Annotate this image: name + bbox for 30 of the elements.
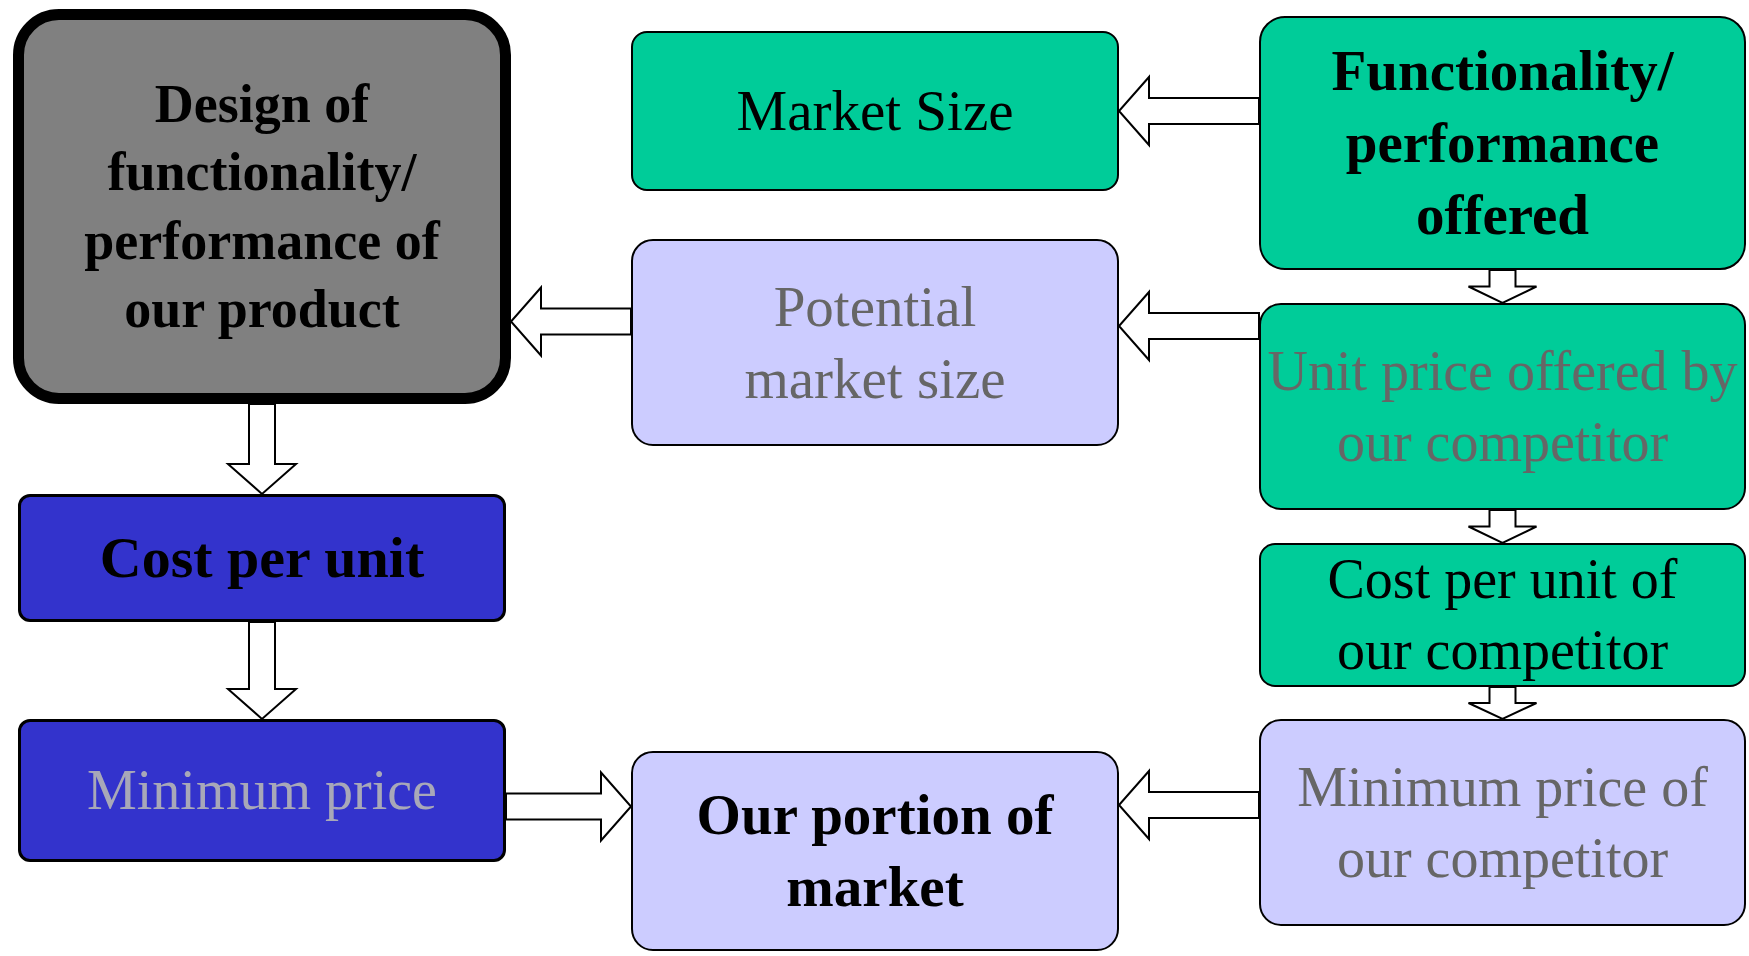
box-label: Potential market size (743, 273, 1007, 412)
block-arrow (1467, 686, 1538, 721)
block-arrow (505, 769, 633, 844)
block-arrow (1467, 509, 1538, 545)
block-arrow (225, 621, 299, 721)
box-label: Minimum price (87, 758, 437, 824)
rounded-box (1259, 543, 1746, 687)
rounded-box (18, 494, 506, 622)
rounded-box (1259, 719, 1746, 926)
box-label: Unit price offered by our competitor (1266, 338, 1739, 475)
rounded-box (1259, 16, 1746, 270)
rounded-box (631, 31, 1119, 191)
block-arrow (225, 403, 299, 496)
box-label: Cost per unit of our competitor (1326, 547, 1679, 683)
block-arrow (1117, 768, 1260, 842)
box-label: Our portion of market (695, 782, 1055, 920)
rounded-box (18, 719, 506, 862)
box-label: Functionality/ performance offered (1330, 38, 1675, 248)
box-label: Minimum price of our competitor (1296, 754, 1709, 891)
block-arrow (1467, 269, 1538, 305)
rounded-box (631, 239, 1119, 446)
block-arrow (1117, 74, 1260, 148)
block-arrow (1117, 289, 1260, 363)
rounded-box (13, 9, 511, 404)
rounded-box (1259, 303, 1746, 510)
box-label: Design of functionality/ performance of our product (83, 73, 442, 341)
box-label: Market Size (736, 78, 1014, 145)
box-label: Cost per unit (99, 524, 425, 593)
rounded-box (631, 751, 1119, 951)
block-arrow (509, 284, 632, 359)
